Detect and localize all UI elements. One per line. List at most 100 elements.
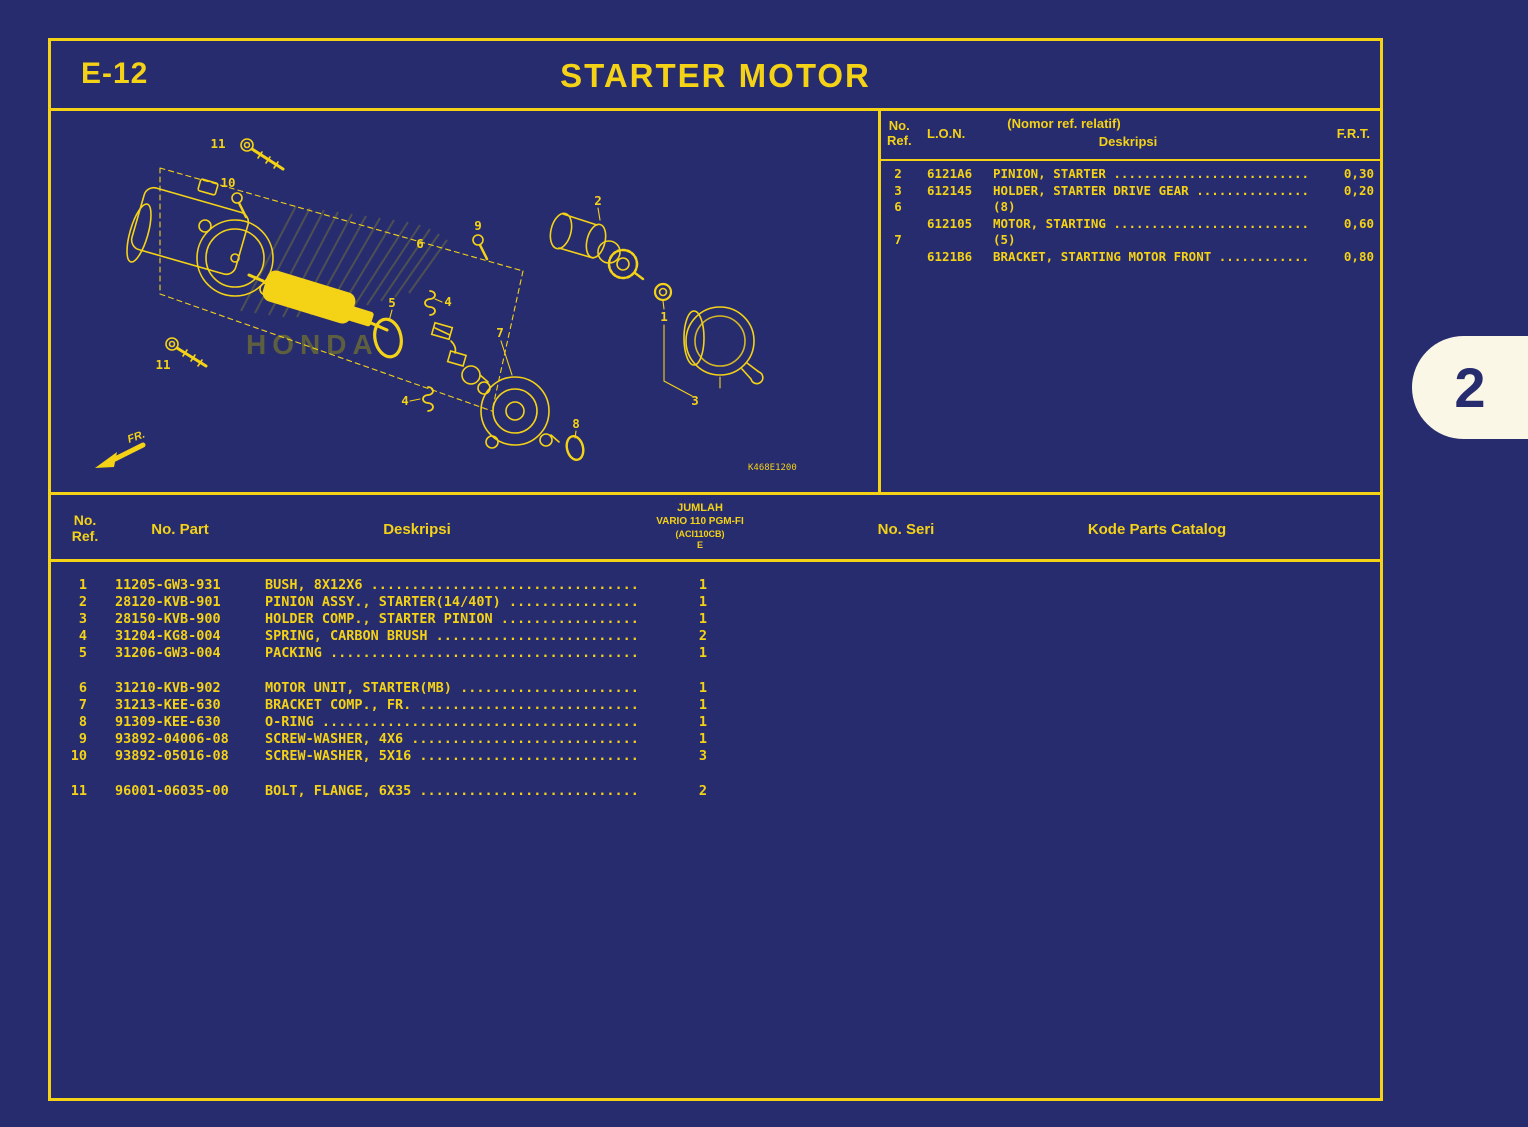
section-tab-number: 2: [1454, 356, 1486, 419]
parts-header-deskripsi: Deskripsi: [383, 521, 451, 538]
part-ref: 9: [78, 731, 87, 747]
ref-no: 7: [894, 232, 902, 248]
part-number: 31210-KVB-902: [115, 680, 221, 696]
parts-header-no-ref: No. Ref.: [72, 512, 98, 544]
diagram-code: K468E1200: [748, 463, 797, 473]
ref-header-deskripsi: Deskripsi: [1098, 134, 1158, 149]
page-code: E-12: [81, 57, 149, 90]
part-description: SCREW-WASHER, 4X6 ......................…: [265, 731, 639, 747]
part-ref: 10: [70, 748, 87, 764]
armature-drawing: [262, 270, 374, 327]
parts-header-kode: Kode Parts Catalog: [1087, 521, 1227, 538]
section-tab: 2: [1412, 336, 1528, 439]
callout-4-top: 4: [444, 294, 452, 309]
frt-value: 0,30: [1343, 166, 1374, 181]
table-row: 7 (5): [881, 232, 1380, 249]
part-qty: 1: [698, 577, 708, 593]
catalog-page: E-12 STARTER MOTOR HONDA: [48, 38, 1383, 1101]
table-row: 10 93892-05016-08 SCREW-WASHER, 5X16 ...…: [51, 748, 1380, 765]
callout-5: 5: [388, 295, 396, 310]
table-row: 9 93892-04006-08 SCREW-WASHER, 4X6 .....…: [51, 731, 1380, 748]
table-row: 6 31210-KVB-902 MOTOR UNIT, STARTER(MB) …: [51, 680, 1380, 697]
part-ref: 4: [78, 628, 87, 644]
parts-table-header: No. Ref. No. Part Deskripsi JUMLAH VARIO…: [51, 492, 1380, 562]
part-ref: 3: [78, 611, 87, 627]
description: (8): [993, 199, 1016, 215]
callout-8: 8: [572, 416, 580, 431]
jumlah-line4: E: [696, 540, 703, 550]
part-number: 31213-KEE-630: [115, 697, 221, 713]
part-number: 96001-06035-00: [115, 783, 229, 799]
part-description: PACKING ................................…: [265, 645, 639, 661]
part-ref: 5: [78, 645, 87, 661]
part-ref: 1: [78, 577, 87, 593]
callout-3: 3: [691, 393, 699, 408]
lon-code: 612105: [927, 215, 973, 231]
motor-unit-drawing: [126, 178, 274, 297]
part-number: 91309-KEE-630: [115, 714, 221, 730]
callout-9: 9: [474, 218, 482, 233]
description: (5): [993, 232, 1016, 248]
fr-label: FR.: [126, 428, 147, 445]
description: BRACKET, STARTING MOTOR FRONT ..........…: [993, 248, 1310, 264]
callout-2: 2: [594, 193, 602, 208]
brush-spring-bottom-drawing: [422, 386, 434, 412]
brush-holder-drawing: [430, 321, 481, 385]
part-number: 93892-05016-08: [115, 748, 229, 764]
screw-washer-10-drawing: [231, 192, 248, 219]
part-number: 31206-GW3-004: [115, 645, 221, 661]
table-row: 3 28150-KVB-900 HOLDER COMP., STARTER PI…: [51, 611, 1380, 628]
table-row: 4 31204-KG8-004 SPRING, CARBON BRUSH ...…: [51, 628, 1380, 645]
description: MOTOR, STARTING ........................…: [993, 215, 1310, 231]
pinion-assembly-drawing: [549, 212, 645, 281]
part-number: 28150-KVB-900: [115, 611, 221, 627]
front-bracket-drawing: [477, 374, 560, 449]
part-qty: 1: [698, 731, 708, 747]
callout-6: 6: [416, 236, 424, 251]
jumlah-line2: VARIO 110 PGM-FI: [656, 516, 744, 527]
parts-table-body: 1 11205-GW3-931 BUSH, 8X12X6 ...........…: [51, 562, 1380, 1098]
bush-drawing: [653, 282, 673, 302]
lon-code: 612145: [927, 182, 973, 198]
part-description: PINION ASSY., STARTER(14/40T) ..........…: [265, 594, 639, 610]
callout-10: 10: [220, 175, 235, 190]
part-qty: 1: [698, 714, 708, 730]
table-row: 612105 MOTOR, STARTING .................…: [881, 216, 1380, 233]
part-qty: 3: [698, 748, 708, 764]
packing-oring-drawing: [373, 317, 403, 359]
table-row: 11 96001-06035-00 BOLT, FLANGE, 6X35 ...…: [51, 783, 1380, 800]
part-qty: 1: [698, 697, 708, 713]
ref-header-no-ref: No. Ref.: [887, 118, 912, 148]
ref-header-frt: F.R.T.: [1336, 126, 1370, 141]
part-qty: 2: [698, 783, 708, 799]
screw-washer-9-drawing: [472, 234, 489, 261]
front-cover-drawing: [683, 306, 764, 385]
ref-table-header: No. Ref. L.O.N. (Nomor ref. relatif) Des…: [881, 111, 1380, 161]
ref-header-relative-note: (Nomor ref. relatif): [1007, 116, 1121, 131]
table-row: 2 6121A6 PINION, STARTER ...............…: [881, 166, 1380, 183]
part-description: SPRING, CARBON BRUSH ...................…: [265, 628, 639, 644]
part-description: HOLDER COMP., STARTER PINION ...........…: [265, 611, 639, 627]
parts-header-no: No.: [73, 512, 97, 528]
part-ref: 2: [78, 594, 87, 610]
table-row: 5 31206-GW3-004 PACKING ................…: [51, 645, 1380, 662]
jumlah-line3: (ACI110CB): [675, 529, 725, 539]
description: PINION, STARTER ........................…: [993, 166, 1310, 181]
callout-4-bottom: 4: [401, 393, 409, 408]
frt-value: 0,80: [1343, 248, 1374, 264]
part-description: O-RING .................................…: [265, 714, 639, 730]
ref-table-rows: 2 6121A6 PINION, STARTER ...............…: [881, 166, 1380, 266]
part-description: BOLT, FLANGE, 6X35 .....................…: [265, 783, 639, 799]
part-description: MOTOR UNIT, STARTER(MB) ................…: [265, 680, 639, 696]
ref-table-panel: No. Ref. L.O.N. (Nomor ref. relatif) Des…: [878, 111, 1380, 493]
table-row: 8 91309-KEE-630 O-RING .................…: [51, 714, 1380, 731]
part-ref: 8: [78, 714, 87, 730]
table-row: 3 612145 HOLDER, STARTER DRIVE GEAR ....…: [881, 183, 1380, 200]
table-row: 2 28120-KVB-901 PINION ASSY., STARTER(14…: [51, 594, 1380, 611]
exploded-diagram: HONDA: [51, 111, 878, 493]
callout-7: 7: [496, 325, 504, 340]
part-ref: 6: [78, 680, 87, 696]
table-row: 6121B6 BRACKET, STARTING MOTOR FRONT ...…: [881, 249, 1380, 266]
fr-direction-arrow: [95, 442, 146, 468]
flange-bolt-left-drawing: [165, 337, 208, 368]
